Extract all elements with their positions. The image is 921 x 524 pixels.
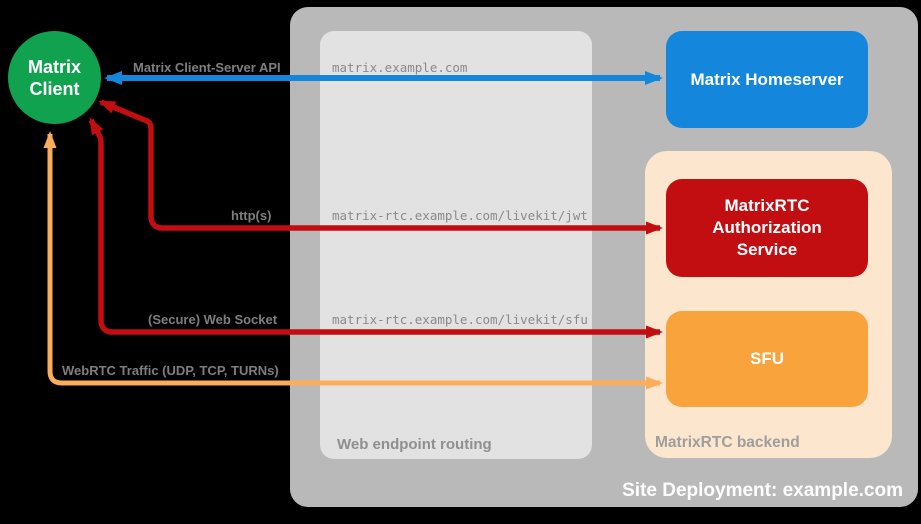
webrtc-label: WebRTC Traffic (UDP, TCP, TURNs) — [62, 363, 279, 378]
sfu-label: SFU — [750, 349, 784, 368]
matrix-client-label: Matrix Client — [27, 56, 81, 99]
endpoint-jwt-url: matrix-rtc.example.com/livekit/jwt — [332, 208, 588, 223]
websocket-label: (Secure) Web Socket — [148, 312, 278, 327]
matrixrtc-backend-label: MatrixRTC backend — [655, 434, 800, 451]
endpoint-matrix-url: matrix.example.com — [332, 60, 468, 75]
http-label: http(s) — [231, 208, 272, 223]
sfu-node: SFU — [666, 311, 868, 407]
web-endpoint-routing-box — [320, 31, 592, 459]
endpoint-sfu-url: matrix-rtc.example.com/livekit/sfu — [332, 312, 588, 327]
web-endpoint-routing-label: Web endpoint routing — [337, 436, 492, 453]
auth-service-label: MatrixRTC Authorization Service — [712, 196, 822, 259]
client-server-api-label: Matrix Client-Server API — [133, 60, 281, 75]
matrix-homeserver-label: Matrix Homeserver — [690, 69, 844, 89]
site-deployment-title: Site Deployment: example.com — [622, 480, 903, 501]
matrix-homeserver-node: Matrix Homeserver — [666, 31, 868, 128]
auth-service-node: MatrixRTC Authorization Service — [666, 179, 868, 277]
matrix-client-node: Matrix Client — [8, 31, 101, 124]
